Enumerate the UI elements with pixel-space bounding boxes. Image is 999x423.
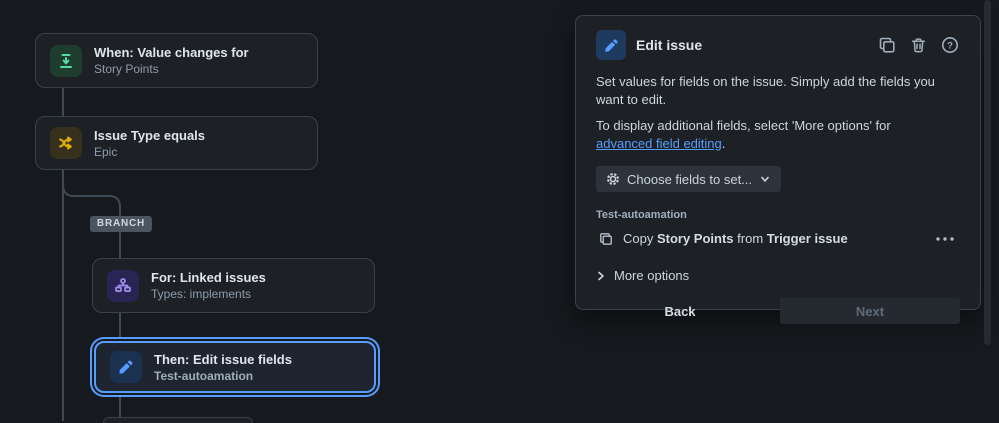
panel-footer: Back Next: [596, 298, 960, 324]
action-prefix: Copy: [623, 231, 657, 246]
shuffle-icon: [50, 127, 82, 159]
additional-text-post: .: [721, 136, 726, 151]
panel-additional-text: To display additional fields, select 'Mo…: [596, 117, 948, 153]
panel-description: Set values for fields on the issue. Simp…: [596, 74, 935, 107]
chevron-down-icon: [761, 176, 769, 182]
flow-node-action-selected[interactable]: Then: Edit issue fields Test-autoamation: [94, 341, 376, 393]
node-title: Issue Type equals: [94, 127, 206, 143]
delete-button[interactable]: [909, 36, 928, 55]
panel-title: Edit issue: [636, 37, 703, 53]
node-subtitle: Test-autoamation: [154, 368, 254, 383]
next-button[interactable]: Next: [780, 298, 960, 324]
svg-text:?: ?: [947, 40, 953, 51]
choose-fields-label: Choose fields to set...: [627, 171, 753, 187]
value-changes-icon: [50, 44, 82, 77]
field-action-row[interactable]: Copy Story Points from Trigger issue: [596, 230, 960, 247]
node-subtitle: Epic: [94, 144, 118, 159]
rule-name-label: Test-autoamation: [596, 209, 687, 221]
footer-left: Back: [596, 300, 764, 323]
flow-node-condition[interactable]: Issue Type equals Epic: [35, 116, 318, 170]
node-title: Then: Edit issue fields: [154, 351, 292, 367]
row-menu-button[interactable]: [930, 234, 960, 244]
branch-badge: BRANCH: [89, 216, 153, 232]
chevron-right-icon: [598, 271, 604, 280]
panel-actions: ?: [877, 35, 960, 55]
more-options-toggle[interactable]: More options: [596, 268, 960, 283]
panel-header: Edit issue: [596, 30, 960, 60]
action-mid: from: [733, 231, 767, 246]
node-subtitle: Types: implements: [151, 287, 252, 301]
field-action-text: Copy Story Points from Trigger issue: [623, 230, 921, 247]
gear-icon: [607, 173, 619, 185]
action-field: Story Points: [656, 231, 734, 246]
pencil-icon: [110, 351, 142, 383]
sitemap-icon: [107, 269, 139, 302]
copy-icon: [600, 232, 612, 245]
flow-node-branch[interactable]: For: Linked issues Types: implements: [92, 258, 375, 313]
more-options-label: More options: [614, 268, 690, 283]
node-subtitle: Story Points: [94, 62, 159, 76]
flow-node-trigger[interactable]: When: Value changes for Story Points: [35, 33, 318, 88]
scrollbar[interactable]: [984, 0, 991, 345]
advanced-field-editing-link[interactable]: advanced field editing: [596, 136, 722, 151]
flow-node-partial[interactable]: [103, 417, 253, 423]
pencil-icon: [596, 30, 626, 60]
node-title: For: Linked issues: [151, 270, 266, 285]
edit-issue-panel: Edit issue: [575, 15, 981, 324]
back-button[interactable]: Back: [654, 300, 705, 323]
choose-fields-button[interactable]: Choose fields to set...: [596, 166, 782, 192]
action-source: Trigger issue: [766, 231, 848, 246]
ellipsis-icon: [936, 236, 954, 241]
node-title: When: Value changes for: [94, 45, 249, 60]
additional-text-pre: To display additional fields, select 'Mo…: [596, 118, 891, 133]
duplicate-button[interactable]: [877, 35, 897, 55]
help-button[interactable]: ?: [940, 35, 960, 55]
